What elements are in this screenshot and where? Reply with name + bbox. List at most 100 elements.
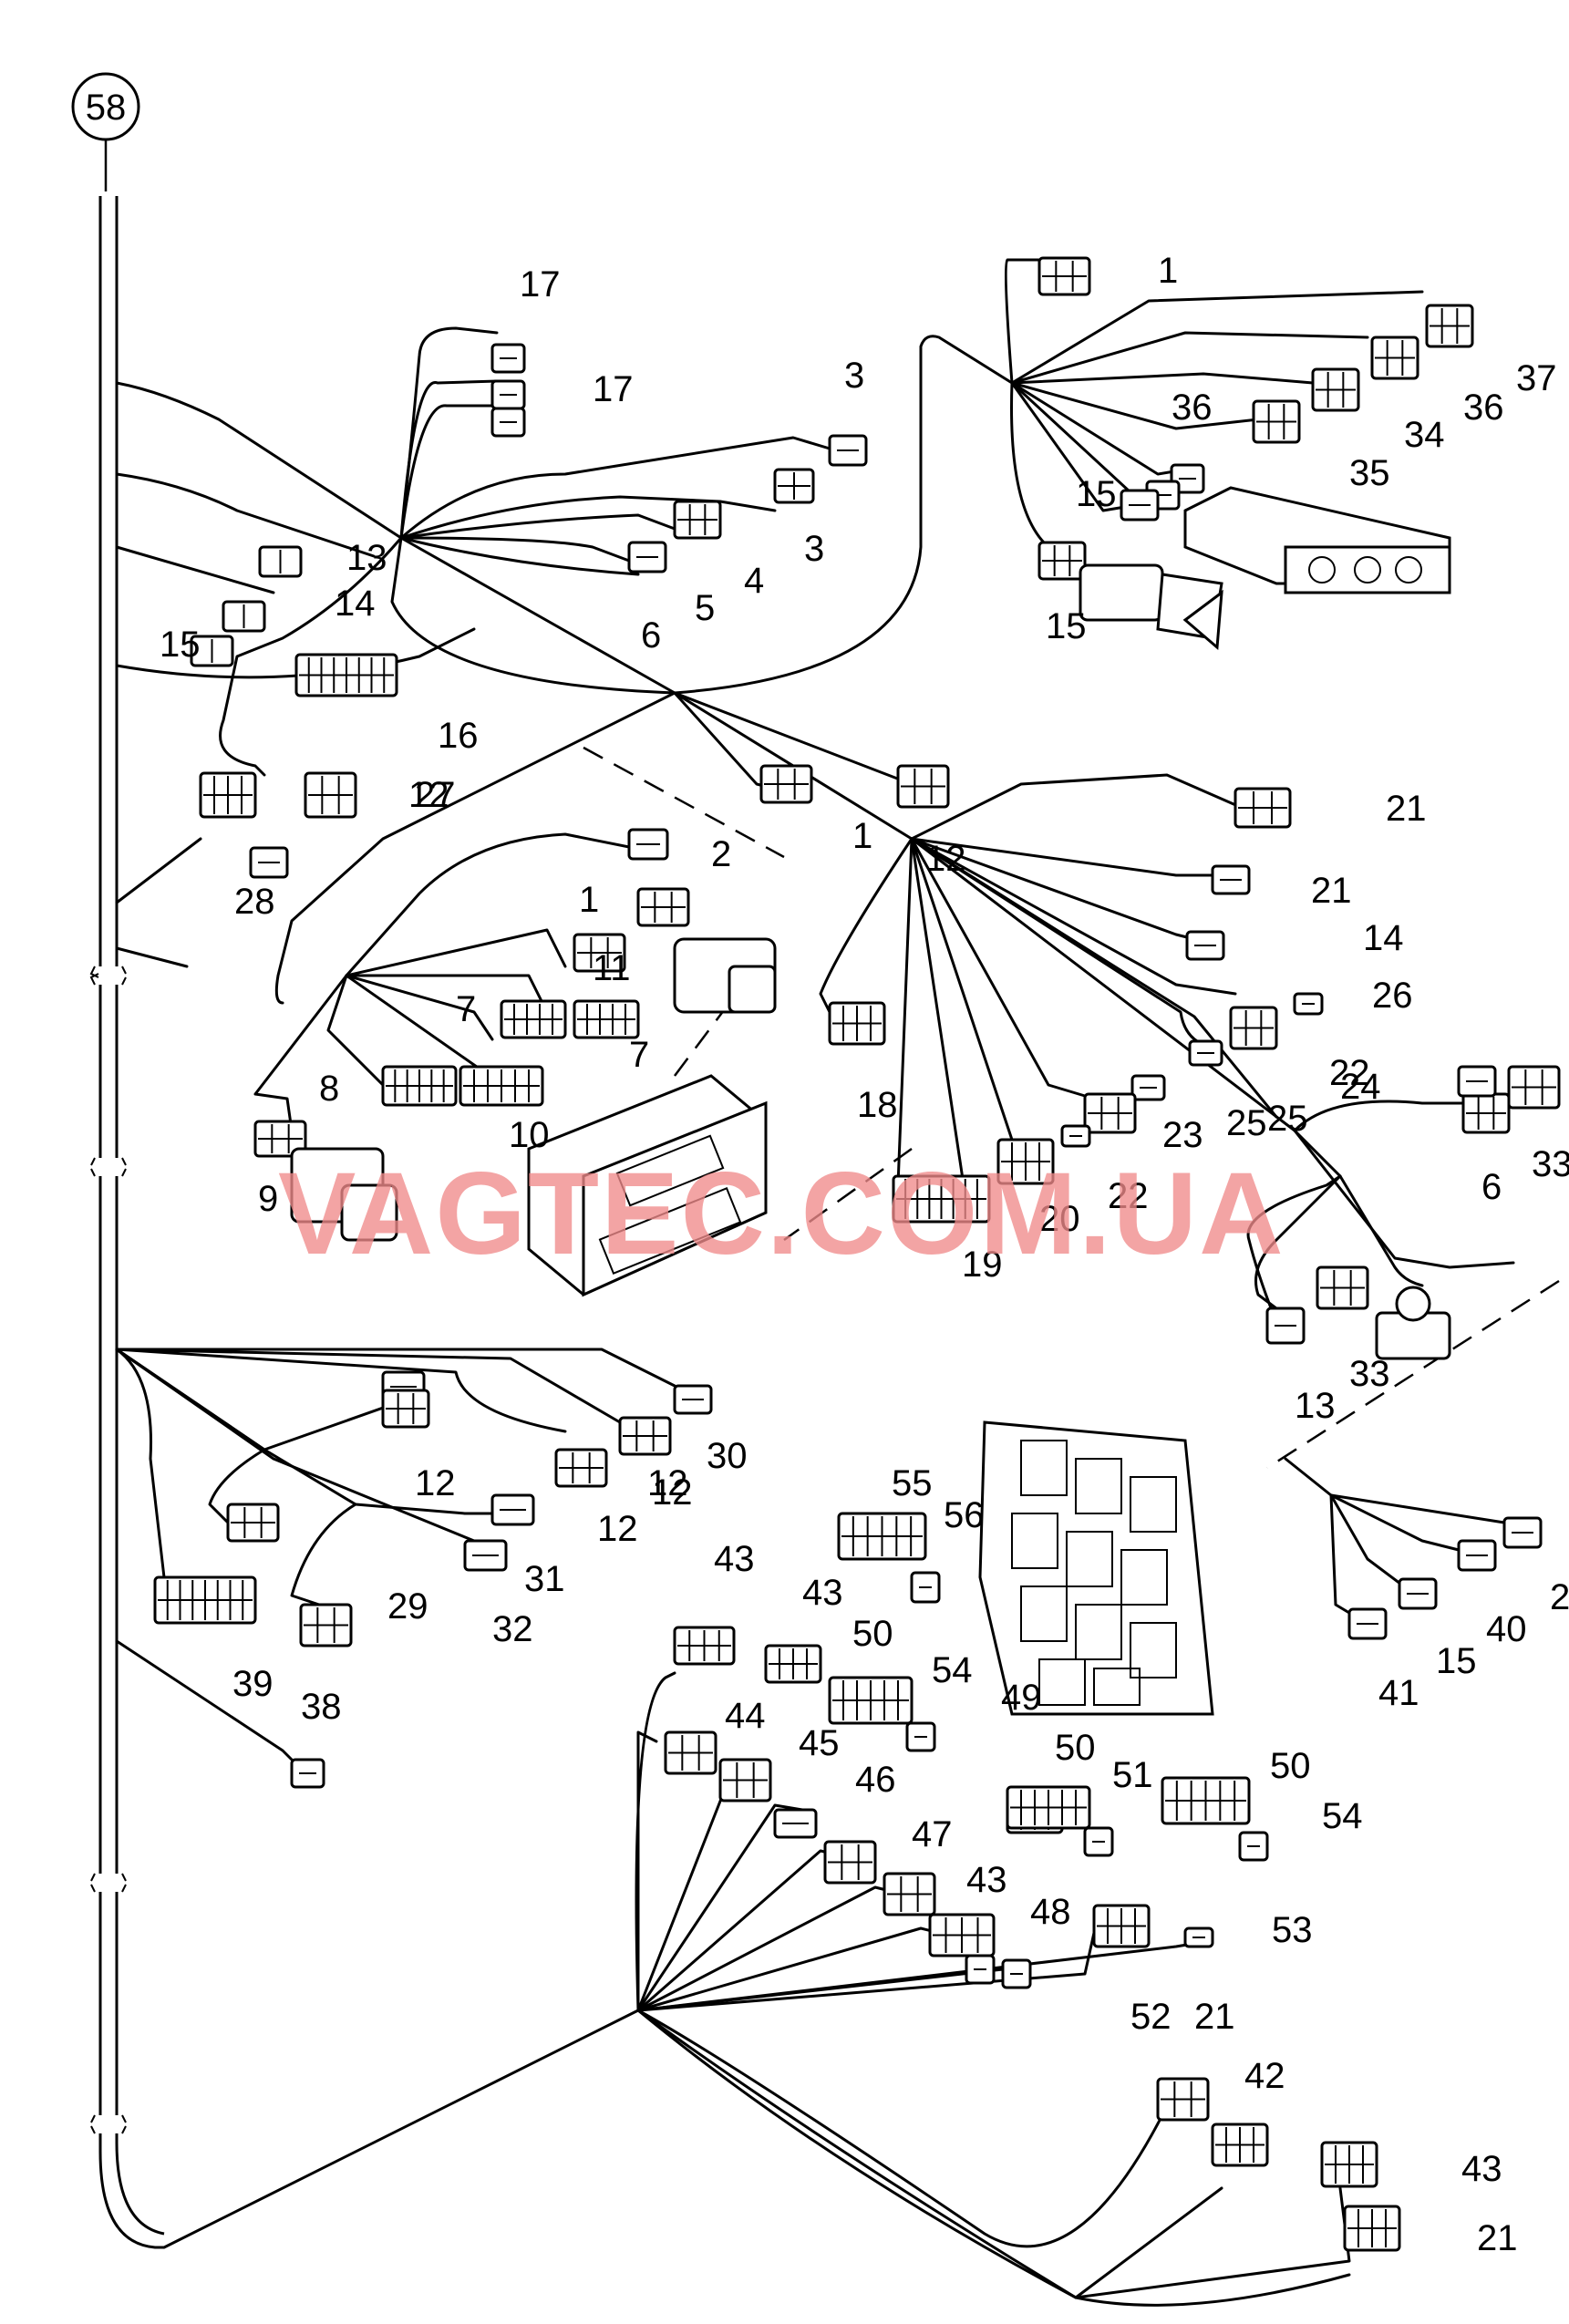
sheet-reference[interactable]: 58: [71, 72, 140, 191]
connector[interactable]: [1092, 1904, 1151, 1948]
connector[interactable]: [759, 764, 813, 804]
connector[interactable]: [1265, 1307, 1306, 1345]
connector[interactable]: [222, 600, 266, 633]
connector[interactable]: [764, 1644, 822, 1684]
connector[interactable]: [1507, 1065, 1561, 1110]
connector[interactable]: [773, 468, 815, 504]
connector[interactable]: [1037, 256, 1091, 296]
connector[interactable]: [823, 1840, 877, 1885]
callout-label: 41: [1378, 1673, 1419, 1713]
connector[interactable]: [837, 1512, 927, 1561]
connector[interactable]: [828, 1001, 886, 1046]
connector[interactable]: [459, 1065, 544, 1107]
connector[interactable]: [290, 1758, 325, 1789]
connector[interactable]: [1311, 367, 1360, 412]
connector[interactable]: [490, 379, 526, 410]
connector[interactable]: [896, 764, 950, 809]
connector[interactable]: [490, 343, 526, 374]
connector[interactable]: [1120, 489, 1160, 522]
connector[interactable]: [490, 1493, 535, 1526]
connector[interactable]: [381, 1065, 458, 1107]
connector[interactable]: [500, 999, 567, 1039]
connector[interactable]: [573, 999, 640, 1039]
connector[interactable]: [996, 1138, 1055, 1185]
connector[interactable]: [673, 500, 722, 540]
connector[interactable]: [965, 1954, 996, 1985]
connector[interactable]: [1398, 1577, 1438, 1610]
connector[interactable]: [1211, 864, 1251, 895]
callout-label: 43: [1461, 2149, 1502, 2189]
rear-window-switch[interactable]: [290, 1147, 398, 1242]
connector[interactable]: [294, 653, 398, 697]
connector[interactable]: [1161, 1776, 1251, 1825]
connector[interactable]: [883, 1872, 936, 1916]
control-panel[interactable]: [1183, 486, 1451, 594]
connector[interactable]: [573, 933, 626, 973]
callout-label: 20: [1039, 1199, 1080, 1239]
connector[interactable]: [1130, 1074, 1166, 1101]
climate-control-unit[interactable]: [527, 1074, 768, 1297]
connector[interactable]: [664, 1730, 717, 1775]
connector[interactable]: [1229, 1006, 1278, 1050]
connector[interactable]: [673, 1626, 736, 1666]
connector[interactable]: [1037, 541, 1087, 581]
connector[interactable]: [1083, 1092, 1137, 1134]
connector[interactable]: [627, 541, 667, 573]
connector[interactable]: [463, 1539, 508, 1572]
connector[interactable]: [1238, 1831, 1269, 1862]
connector[interactable]: [718, 1758, 772, 1802]
sensor[interactable]: [1375, 1286, 1451, 1360]
connector[interactable]: [892, 1174, 991, 1224]
connector[interactable]: [1293, 992, 1324, 1016]
connector[interactable]: [618, 1416, 672, 1456]
connector[interactable]: [1006, 1785, 1091, 1830]
connector[interactable]: [199, 771, 257, 819]
connector[interactable]: [673, 1384, 713, 1415]
connector[interactable]: [249, 846, 289, 879]
connector[interactable]: [773, 1808, 818, 1839]
connector[interactable]: [828, 1676, 914, 1725]
connector[interactable]: [1185, 930, 1225, 961]
connector[interactable]: [1083, 1826, 1114, 1857]
connector[interactable]: [1060, 1124, 1091, 1148]
connector[interactable]: [153, 1575, 257, 1625]
connector[interactable]: [1343, 2205, 1401, 2252]
connector[interactable]: [1425, 304, 1474, 348]
callout-label: 36: [1172, 387, 1213, 428]
connector[interactable]: [636, 887, 690, 927]
connector[interactable]: [1457, 1065, 1497, 1098]
connector[interactable]: [1211, 2123, 1269, 2167]
connector[interactable]: [1320, 2141, 1378, 2188]
connector[interactable]: [1457, 1539, 1497, 1572]
connector[interactable]: [1347, 1607, 1388, 1640]
relay-carrier[interactable]: [978, 1420, 1214, 1716]
connector[interactable]: [910, 1571, 941, 1604]
connector[interactable]: [1461, 1092, 1511, 1134]
connector[interactable]: [905, 1721, 936, 1752]
connector[interactable]: [253, 1120, 307, 1158]
connector[interactable]: [304, 771, 357, 819]
connector[interactable]: [627, 828, 669, 861]
connector[interactable]: [1252, 399, 1301, 444]
connector[interactable]: [1156, 2077, 1210, 2122]
connector[interactable]: [190, 635, 234, 667]
connector[interactable]: [226, 1503, 280, 1543]
connector[interactable]: [1183, 1926, 1214, 1948]
connector[interactable]: [381, 1389, 430, 1429]
callout-label: 53: [1272, 1910, 1313, 1950]
connector[interactable]: [1370, 336, 1419, 380]
connector[interactable]: [258, 545, 303, 578]
connector[interactable]: [1188, 1039, 1223, 1067]
connector[interactable]: [1316, 1265, 1369, 1310]
callout-label: 17: [593, 369, 634, 409]
connector[interactable]: [299, 1603, 353, 1647]
hazard-switch[interactable]: [1079, 563, 1223, 651]
connector[interactable]: [490, 407, 526, 438]
connector[interactable]: [1234, 787, 1292, 829]
connector[interactable]: [1502, 1516, 1543, 1549]
light-switch[interactable]: [673, 937, 777, 1014]
connector[interactable]: [1001, 1958, 1032, 1989]
connector[interactable]: [928, 1913, 996, 1957]
connector[interactable]: [828, 434, 868, 467]
connector[interactable]: [554, 1448, 608, 1488]
